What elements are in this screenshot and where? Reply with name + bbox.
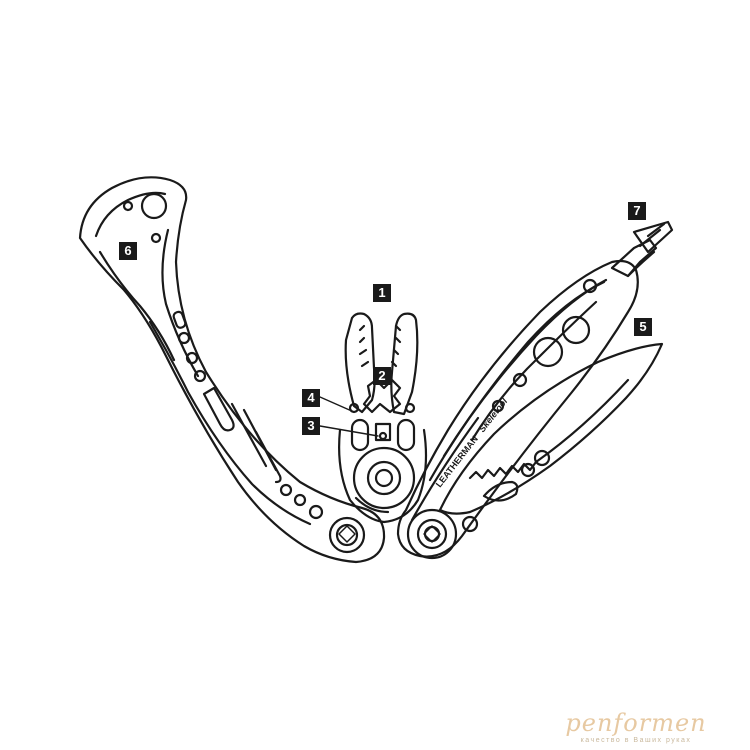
callout-2: 2 [373, 367, 391, 385]
callout-5: 5 [634, 318, 652, 336]
pliers [338, 312, 428, 524]
knife-blade [438, 342, 664, 515]
left-handle [78, 176, 386, 564]
pivot-screw-left [338, 525, 356, 543]
callout-4: 4 [302, 389, 320, 407]
watermark-slogan: качество в Ваших руках [580, 737, 692, 744]
callout-7: 7 [628, 202, 646, 220]
callout-4-leader [319, 396, 355, 413]
watermark: penformen качество в Ваших руках [536, 709, 736, 744]
callout-1: 1 [373, 284, 391, 302]
right-handle [396, 220, 674, 560]
callout-3-leader [319, 425, 379, 437]
callout-6: 6 [119, 242, 137, 260]
callout-3: 3 [302, 417, 320, 435]
watermark-logo: penformen [565, 709, 707, 737]
pivot-screw-right [423, 525, 441, 543]
